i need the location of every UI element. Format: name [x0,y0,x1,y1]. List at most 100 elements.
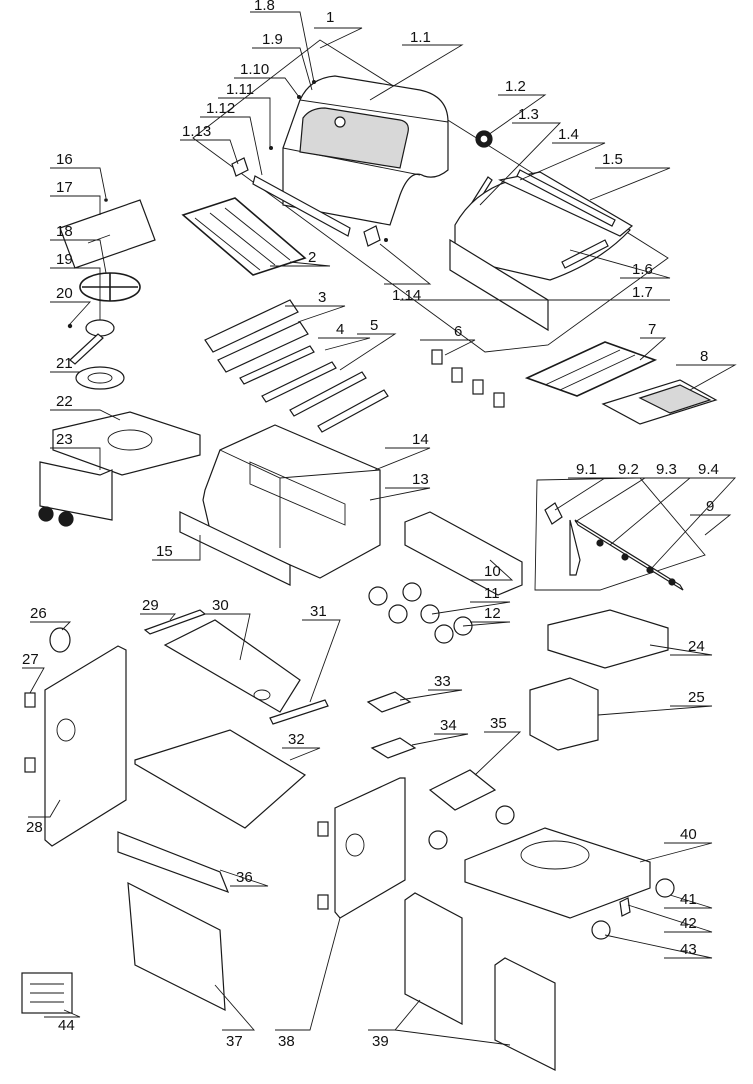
leader-15 [152,535,201,561]
label-35: 35 [490,715,507,732]
label-44: 44 [58,1017,75,1034]
burner-tube-4 [317,389,389,433]
burner-tube-3 [289,371,367,417]
door-panel-1 [404,892,463,1025]
leader-36 [219,869,269,887]
grease-cup [366,691,412,713]
label-19: 19 [56,251,73,268]
cutting-board-handle [87,234,111,244]
leader-1-4 [519,142,606,181]
clip-4 [493,392,505,408]
label-38: 38 [278,1033,295,1050]
grease-rail-right [269,699,329,725]
cart-base-hole [520,840,590,870]
burner-head [75,366,125,390]
caster-3 [655,878,675,898]
back-bar [117,831,230,894]
label-24: 24 [688,638,705,655]
leader-29 [140,613,176,621]
leader-1-2 [487,94,547,136]
leader-4 [318,337,371,351]
label-31: 31 [310,603,327,620]
leader-31 [302,619,341,703]
label-9-4: 9.4 [698,461,719,478]
label-1-14: 1.14 [392,287,421,304]
right-cabinet-door [334,777,406,919]
leader-24 [649,644,713,656]
label-18: 18 [56,223,73,240]
label-37: 37 [226,1033,243,1050]
leader-9-3 [609,477,692,546]
leader-1-11 [218,97,271,148]
caster-2 [428,830,448,850]
manifold-group-outline [534,477,706,591]
valve-9-1 [544,502,563,525]
clip-3 [472,379,484,395]
leader-1-12 [200,116,263,176]
flame-tamer-2 [217,321,309,373]
leader-6 [420,339,476,356]
thermometer-small [334,116,346,128]
leader-1-8 [250,11,315,83]
leader-1-1 [369,44,464,101]
leader-9-1 [554,477,607,511]
cart-parts [21,609,675,1071]
caster-4 [591,920,611,940]
burner-grate-spokes [82,273,138,301]
control-panel [404,511,523,596]
thermometer-dial [479,134,489,144]
front-rail [179,511,291,586]
label-3: 3 [318,289,326,306]
leader-14 [374,447,431,471]
label-30: 30 [212,597,229,614]
label-1-4: 1.4 [558,126,579,143]
right-shelf-box [547,609,669,669]
side-burner-tube [69,333,104,365]
leader-1-14 [379,243,432,285]
label-9-1: 9.1 [576,461,597,478]
screw-16 [104,198,108,202]
leader-34 [411,733,469,746]
cooking-grate-left-bars [194,207,291,271]
label-4: 4 [336,321,344,338]
label-21: 21 [56,355,73,372]
firebox-edges [219,449,381,548]
label-27: 27 [22,651,39,668]
leader-1-5 [589,167,671,201]
leader-5 [339,333,397,371]
leader-16 [50,167,107,199]
label-36: 36 [236,869,253,886]
label-1-5: 1.5 [602,151,623,168]
leader-40 [639,842,713,863]
label-25: 25 [688,689,705,706]
leader-12 [462,621,511,627]
cart-base [464,827,651,919]
label-1: 1 [326,9,334,26]
leader-33 [399,689,463,701]
label-13: 13 [412,471,429,488]
leader-39 [368,999,511,1046]
burner-tube-2 [261,361,337,403]
leader-9-2 [574,477,647,523]
right-hinge-2 [317,894,329,910]
lid-assembly [192,39,669,353]
leader-20 [50,301,92,325]
leader-1-3 [479,122,562,206]
leader-11 [431,601,511,615]
leader-9-4 [649,477,737,571]
leader-8 [676,364,737,391]
grease-tray [163,619,301,713]
leader-44 [44,1009,81,1018]
leader-10 [470,559,514,581]
side-burner-panel [39,461,113,521]
leader-43 [604,934,713,959]
label-40: 40 [680,826,697,843]
label-39: 39 [372,1033,389,1050]
side-knob-2 [58,511,74,527]
leader-25 [597,705,713,716]
label-11: 11 [484,585,500,602]
leader-41 [664,894,713,909]
label-22: 22 [56,393,73,410]
label-1-10: 1.10 [240,61,269,78]
side-burner-cap [85,319,115,337]
